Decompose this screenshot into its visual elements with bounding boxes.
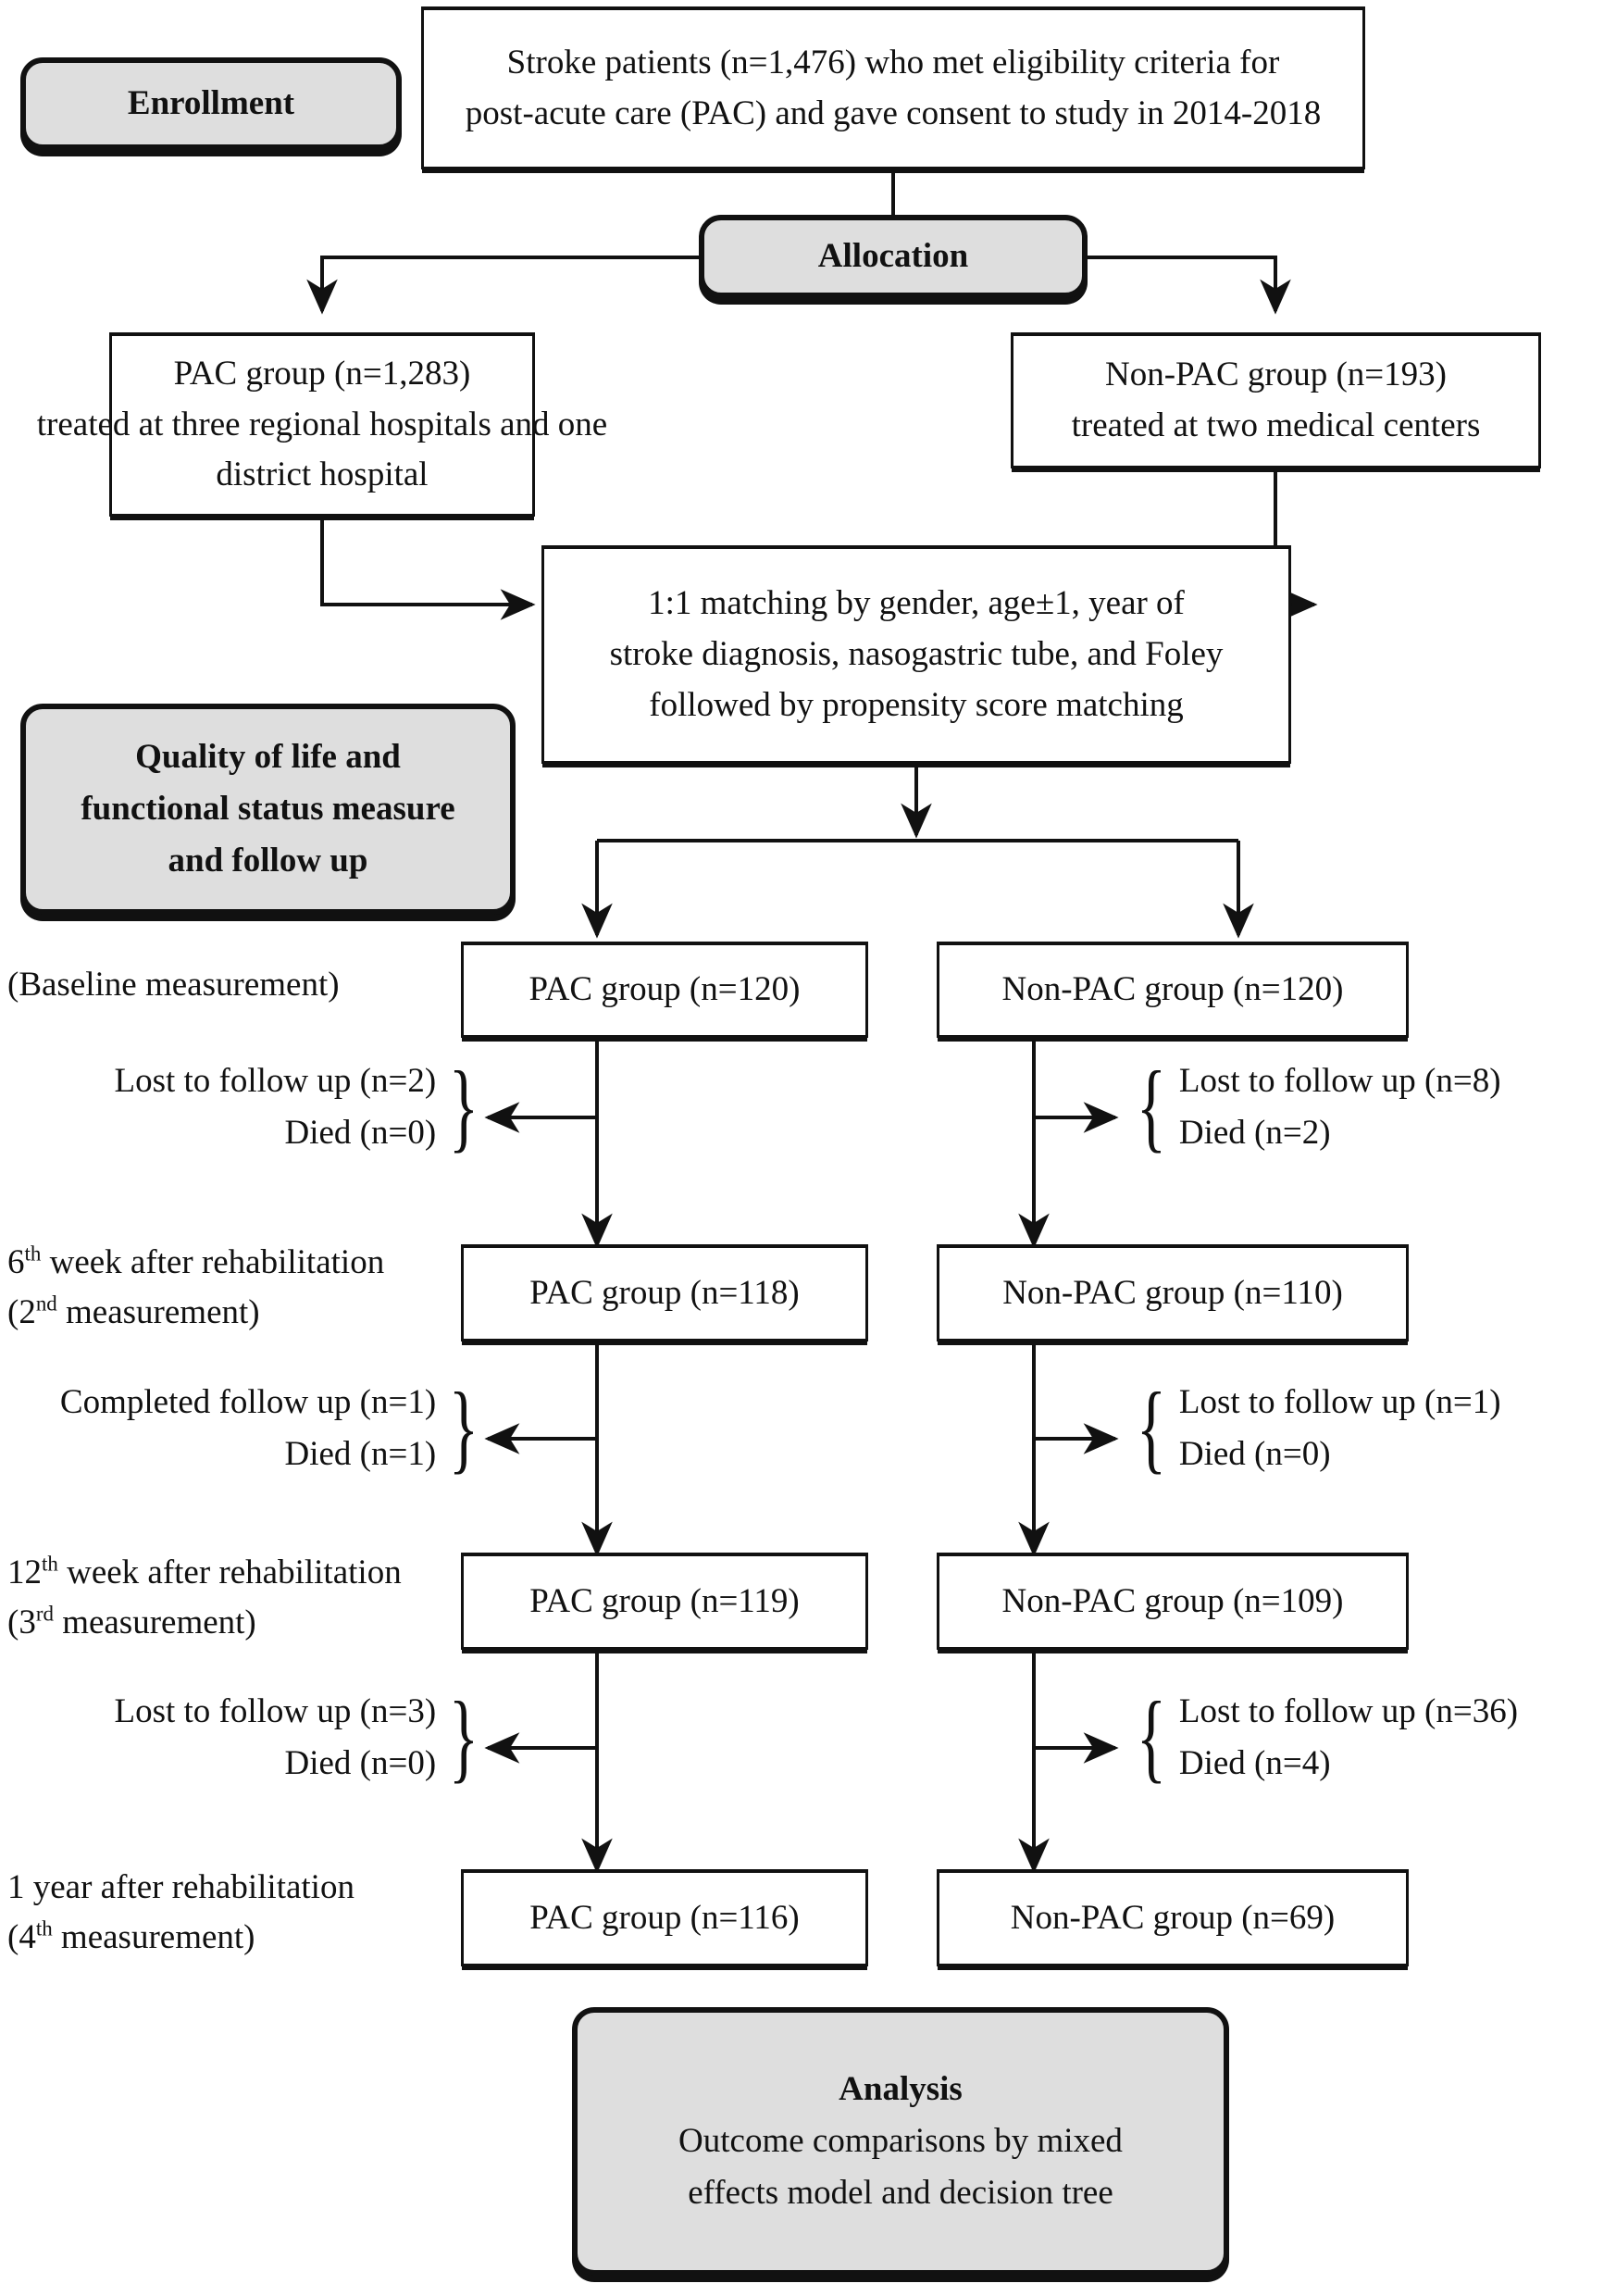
dropout-pac-1-died: Died (n=0) [284,1114,437,1153]
box-pac-t2: PAC group (n=118) [461,1245,868,1341]
stage-label-followup: Quality of life and functional status me… [20,704,516,915]
box-pac-t4: PAC group (n=116) [461,1870,868,1966]
enrollment-label: Enrollment [127,83,295,122]
caption-year1: 1 year after rehabilitation (4th measure… [7,1863,354,1963]
dropout-nonpac-3-lost: Lost to follow up (n=36) [1178,1692,1519,1730]
brace-open-icon: { [1136,1052,1166,1163]
stage-label-analysis: Analysis Outcome comparisons by mixed ef… [572,2007,1229,2276]
caption-week12: 12th week after rehabilitation (3rd meas… [7,1548,402,1648]
caption-year1-meas-open: (4 [7,1918,36,1957]
brace-close-icon: } [449,1373,479,1484]
caption-week6-meas-sup: nd [35,1292,57,1316]
stage-label-enrollment: Enrollment [20,57,402,150]
caption-week12-meas-rest: measurement) [53,1603,256,1642]
enrolled-line-2: post-acute care (PAC) and gave consent t… [465,94,1322,132]
dropout-nonpac-2-lost: Lost to follow up (n=1) [1178,1383,1501,1421]
nonpac-t2-label: Non-PAC group (n=110) [1002,1273,1343,1312]
dropout-nonpac-3-died: Died (n=4) [1178,1744,1331,1783]
wire-pac-to-matching [320,517,536,620]
allocation-label: Allocation [817,236,969,275]
box-nonpac-t2: Non-PAC group (n=110) [937,1245,1409,1341]
pac-alloc-line-1: PAC group (n=1,283) [173,354,471,393]
pac-alloc-line-3: district hospital [216,455,429,494]
followup-line-3: and follow up [168,842,368,880]
caption-week12-ordinal: 12 [7,1554,42,1591]
nonpac-alloc-line-2: treated at two medical centers [1071,406,1481,444]
nonpac-alloc-line-1: Non-PAC group (n=193) [1105,356,1447,394]
nonpac-t1-label: Non-PAC group (n=120) [1001,970,1344,1009]
caption-week6-meas-rest: measurement) [56,1293,260,1332]
stage-label-allocation: Allocation [699,215,1088,298]
caption-year1-meas-sup: th [35,1916,53,1940]
matching-line-2: stroke diagnosis, nasogastric tube, and … [609,635,1224,674]
matching-line-3: followed by propensity score matching [649,685,1184,724]
brace-close-icon: } [449,1682,479,1793]
enrolled-line-1: Stroke patients (n=1,476) who met eligib… [506,43,1280,81]
caption-week6-ordinal: 6 [7,1243,25,1281]
caption-year1-line-2: (4th measurement) [7,1913,354,1963]
analysis-line-1: Outcome comparisons by mixed [678,2121,1123,2160]
pac-alloc-line-2: treated at three regional hospitals and … [36,405,608,443]
dropout-pac-2-died: Died (n=1) [284,1435,437,1474]
dropout-nonpac-1-lost: Lost to follow up (n=8) [1178,1062,1501,1100]
dropout-pac-2: Completed follow up (n=1) Died (n=1) } [0,1377,488,1480]
caption-week6: 6th week after rehabilitation (2nd measu… [7,1238,384,1338]
dropout-pac-3-lost: Lost to follow up (n=3) [114,1692,437,1730]
box-nonpac-t4: Non-PAC group (n=69) [937,1870,1409,1966]
caption-week12-line-1: 12th week after rehabilitation [7,1548,402,1598]
dropout-pac-1: Lost to follow up (n=2) Died (n=0) } [0,1055,488,1159]
caption-year1-meas-rest: measurement) [52,1918,255,1957]
caption-baseline: (Baseline measurement) [7,966,340,1004]
caption-week6-ordinal-sup: th [24,1242,42,1266]
box-nonpac-t1: Non-PAC group (n=120) [937,942,1409,1038]
caption-week6-line-2: (2nd measurement) [7,1288,384,1338]
dropout-nonpac-2-died: Died (n=0) [1178,1435,1331,1474]
dropout-nonpac-1: { Lost to follow up (n=8) Died (n=2) [1127,1055,1501,1159]
brace-open-icon: { [1136,1373,1166,1484]
caption-week12-line-2: (3rd measurement) [7,1598,402,1648]
caption-week6-meas-open: (2 [7,1293,36,1332]
caption-week12-meas-open: (3 [7,1603,36,1642]
dropout-nonpac-3: { Lost to follow up (n=36) Died (n=4) [1127,1686,1518,1790]
pac-t1-label: PAC group (n=120) [528,970,801,1009]
caption-week6-line-1: 6th week after rehabilitation [7,1238,384,1288]
caption-year1-line-1: 1 year after rehabilitation [7,1868,354,1906]
box-pac-t1: PAC group (n=120) [461,942,868,1038]
caption-week12-rest: week after rehabilitation [57,1554,402,1591]
matching-line-1: 1:1 matching by gender, age±1, year of [648,584,1185,623]
box-matching: 1:1 matching by gender, age±1, year of s… [541,546,1291,764]
wire-allocation-to-pac [306,256,699,315]
box-pac-t3: PAC group (n=119) [461,1554,868,1650]
box-nonpac-t3: Non-PAC group (n=109) [937,1554,1409,1650]
pac-t3-label: PAC group (n=119) [529,1581,800,1620]
analysis-line-2: effects model and decision tree [688,2174,1113,2213]
nonpac-t4-label: Non-PAC group (n=69) [1010,1898,1336,1937]
box-enrolled: Stroke patients (n=1,476) who met eligib… [421,7,1365,169]
box-pac-allocation: PAC group (n=1,283) treated at three reg… [37,333,607,517]
brace-open-icon: { [1136,1682,1166,1793]
caption-week12-ordinal-sup: th [42,1552,58,1576]
dropout-pac-3: Lost to follow up (n=3) Died (n=0) } [0,1686,488,1790]
dropout-pac-3-died: Died (n=0) [284,1744,437,1783]
dropout-nonpac-1-died: Died (n=2) [1178,1114,1331,1153]
wire-allocation-to-nonpac [1088,256,1291,315]
followup-line-2: functional status measure [81,789,455,828]
analysis-title: Analysis [839,2069,963,2108]
dropout-nonpac-2: { Lost to follow up (n=1) Died (n=0) [1127,1377,1501,1480]
caption-week6-rest: week after rehabilitation [41,1243,385,1281]
followup-line-1: Quality of life and [135,737,401,776]
nonpac-t3-label: Non-PAC group (n=109) [1001,1581,1344,1620]
pac-t2-label: PAC group (n=118) [529,1273,800,1312]
caption-week12-meas-sup: rd [35,1602,54,1626]
dropout-pac-2-lost: Completed follow up (n=1) [59,1383,437,1421]
dropout-pac-1-lost: Lost to follow up (n=2) [114,1062,437,1100]
box-nonpac-allocation: Non-PAC group (n=193) treated at two med… [1011,333,1541,468]
brace-close-icon: } [449,1052,479,1163]
pac-t4-label: PAC group (n=116) [529,1898,800,1937]
